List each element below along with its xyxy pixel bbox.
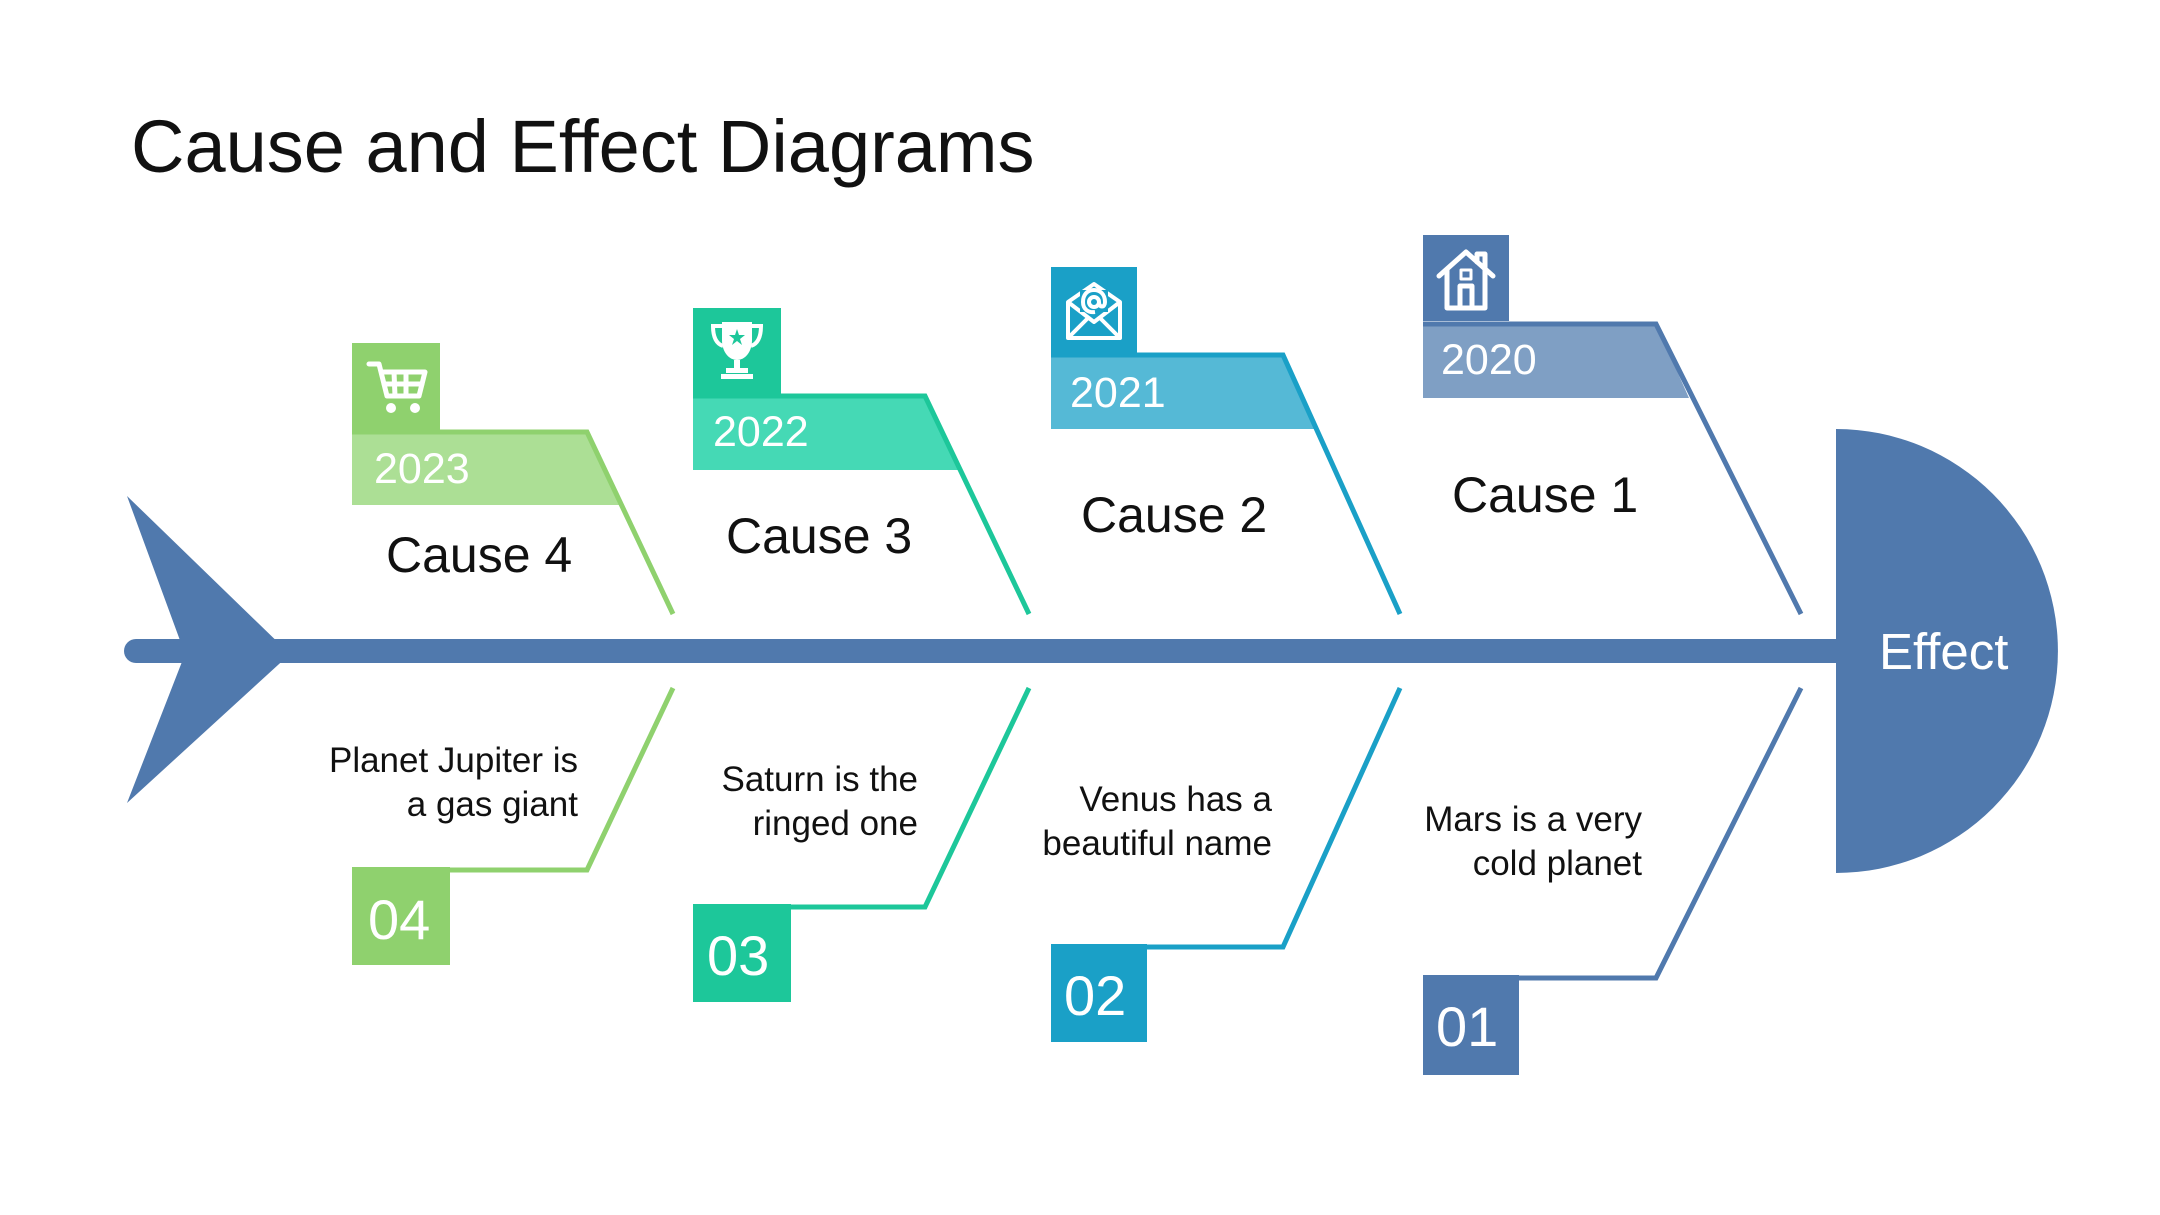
cause-2-description: Venus has a beautiful name (1042, 780, 1272, 863)
cause-1-year-bar (1423, 324, 1689, 398)
cause-1-number-box (1423, 975, 1519, 1075)
house-icon (1436, 249, 1496, 311)
cause-2-branch (1051, 267, 1403, 1042)
cause-2-year-bar (1051, 355, 1316, 429)
cause-3-number: 03 (707, 924, 770, 987)
cause-3-number-box (693, 904, 791, 1002)
cause-4-number-box (352, 867, 450, 965)
cause-2-number-box (1051, 944, 1147, 1042)
cause-3-branch (693, 308, 1032, 1002)
email-icon (1066, 282, 1122, 340)
effect-label: Effect (1879, 623, 2009, 680)
cause-3-label: Cause 3 (726, 508, 913, 564)
shopping-cart-icon (366, 361, 428, 413)
cause-3-year-bar (693, 396, 958, 470)
cause-4-description: Planet Jupiter is a gas giant (328, 741, 578, 824)
effect-head (1836, 429, 2058, 873)
cause-4-year: 2023 (374, 445, 470, 493)
cause-1-branch (1423, 235, 1804, 1075)
cause-1-upper-bone (1423, 321, 1804, 616)
cause-2-label: Cause 2 (1081, 487, 1268, 543)
page-title: Cause and Effect Diagrams (131, 105, 1035, 188)
trophy-icon (710, 322, 764, 379)
cause-2-upper-bone (1051, 352, 1403, 616)
cause-1-description: Mars is a very cold planet (1424, 800, 1642, 883)
cause-4-year-bar (352, 432, 620, 505)
cause-4-upper-bone (352, 429, 676, 616)
cause-3-upper-bone (693, 393, 1032, 616)
cause-4-branch (352, 343, 676, 965)
cause-2-year: 2021 (1070, 369, 1166, 417)
cause-2-number: 02 (1064, 964, 1127, 1027)
cause-4-number: 04 (368, 888, 431, 951)
cause-1-year: 2020 (1441, 336, 1537, 384)
cause-1-label: Cause 1 (1452, 467, 1639, 523)
cause-3-description: Saturn is the ringed one (721, 760, 919, 843)
cause-1-number: 01 (1436, 995, 1499, 1058)
cause-4-label: Cause 4 (386, 527, 573, 583)
cause-3-year: 2022 (713, 408, 809, 456)
